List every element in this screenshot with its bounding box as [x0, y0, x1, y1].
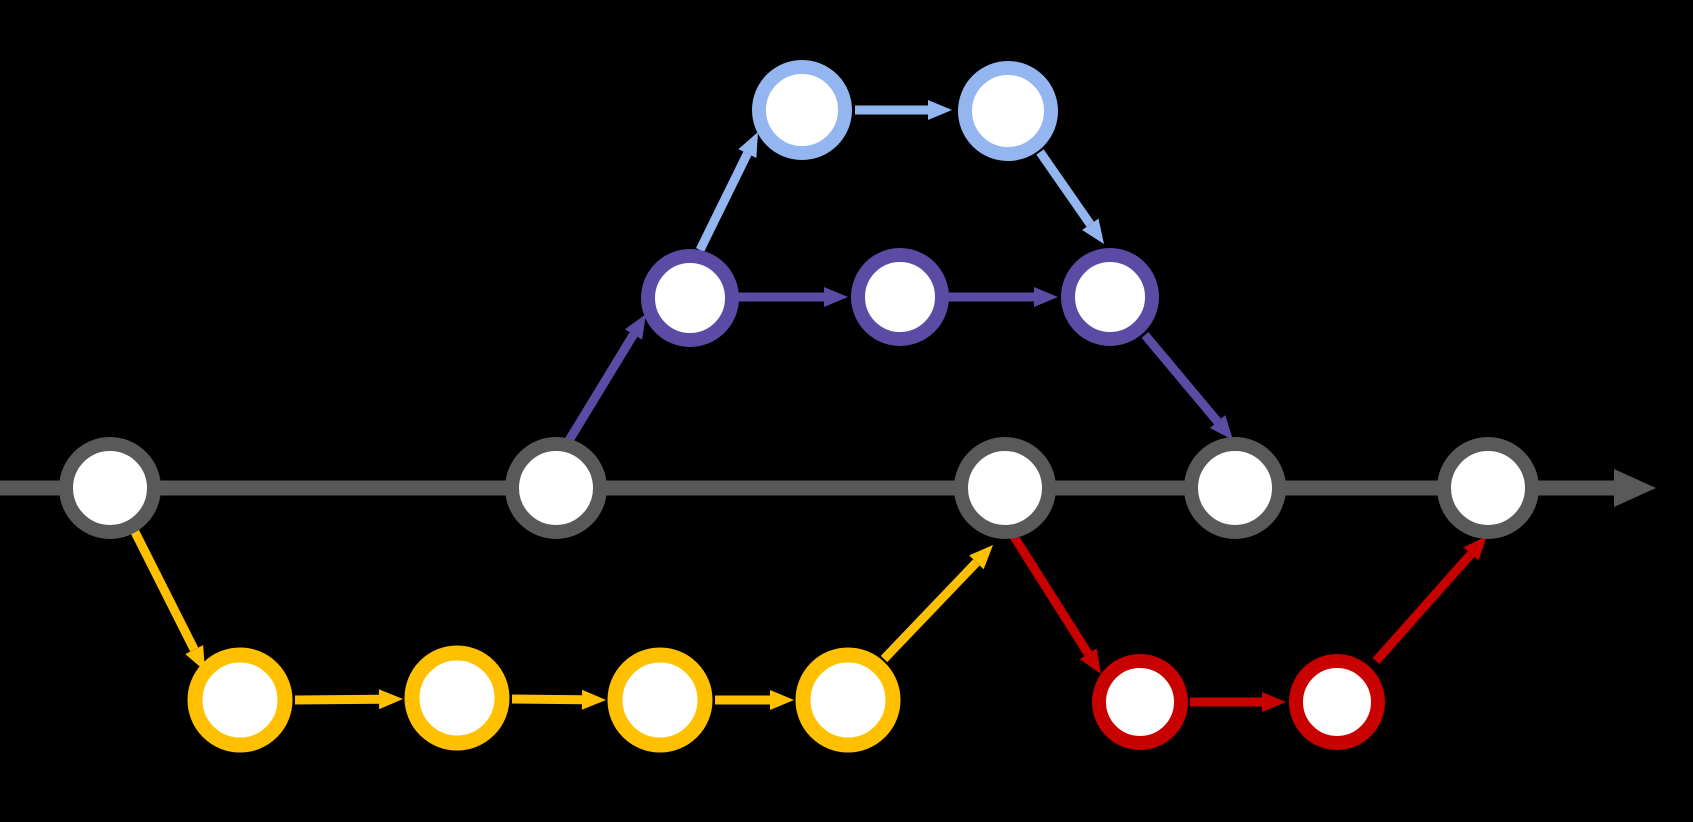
arrowhead-merge-yellow4-to-main3: [969, 545, 993, 570]
arrowhead-edge-yellow3-to-yellow4: [770, 690, 794, 710]
commit-node-purple-feature-2: [851, 248, 949, 346]
commit-node-main-2: [505, 437, 607, 539]
commit-node-main-5: [1437, 437, 1539, 539]
edge-branch-main1-to-yellow1: [130, 529, 199, 652]
edge-branch-main2-to-purple1: [564, 332, 638, 445]
edge-edge-yellow1-to-yellow2: [294, 694, 380, 705]
edges-layer: [0, 100, 1656, 712]
edge-branch-main3-to-red1: [1009, 532, 1092, 657]
commit-node-red-feature-1: [1092, 654, 1188, 750]
commit-node-purple-feature-1: [641, 249, 739, 347]
commit-node-yellow-feature-3: [607, 647, 713, 753]
edge-merge-blue2-to-purple3: [1036, 149, 1094, 227]
arrowhead-edge-red1-to-red2: [1262, 692, 1286, 712]
edge-edge-yellow2-to-yellow3: [511, 694, 583, 705]
arrowhead-branch-main2-to-purple1: [624, 314, 646, 340]
edge-merge-yellow4-to-main3: [880, 559, 980, 663]
arrowhead-edge-blue1-to-blue2: [928, 100, 952, 120]
edge-branch-purple1-to-blue1: [695, 151, 752, 252]
arrowhead-branch-purple1-to-blue1: [738, 132, 758, 158]
arrowhead-merge-blue2-to-purple3: [1082, 218, 1104, 244]
nodes-layer: [59, 60, 1539, 753]
commit-node-main-1: [59, 437, 161, 539]
arrowhead-merge-red2-to-main5: [1463, 536, 1487, 561]
arrowhead-main-line: [1614, 469, 1656, 507]
arrowhead-branch-main3-to-red1: [1079, 648, 1101, 674]
edge-merge-red2-to-main5: [1372, 550, 1475, 664]
commit-node-blue-feature-1: [752, 60, 852, 160]
commit-node-main-4: [1184, 437, 1286, 539]
arrowhead-edge-yellow2-to-yellow3: [581, 689, 606, 710]
commit-node-purple-feature-3: [1061, 248, 1159, 346]
commit-node-yellow-feature-4: [795, 647, 901, 753]
commit-node-blue-feature-2: [958, 61, 1058, 161]
arrowhead-branch-main1-to-yellow1: [185, 645, 205, 671]
arrowhead-edge-purple2-to-purple3: [1034, 287, 1058, 307]
edge-merge-purple3-to-main4: [1141, 332, 1222, 425]
arrowhead-merge-purple3-to-main4: [1209, 415, 1233, 440]
arrowhead-edge-purple1-to-purple2: [824, 287, 848, 307]
commit-node-yellow-feature-1: [187, 647, 293, 753]
commit-node-yellow-feature-2: [404, 645, 510, 751]
commit-node-red-feature-2: [1289, 654, 1385, 750]
arrowhead-edge-yellow1-to-yellow2: [378, 689, 403, 710]
commit-node-main-3: [954, 437, 1056, 539]
